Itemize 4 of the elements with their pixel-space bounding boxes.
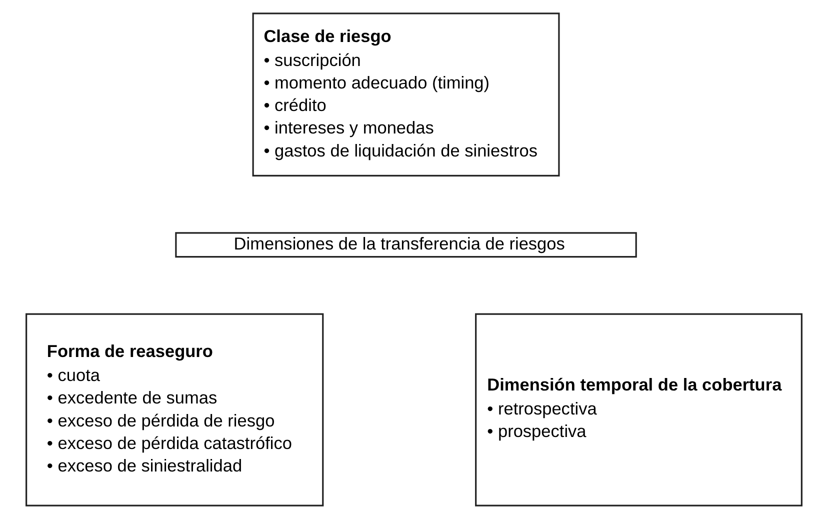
node-box: Clase de riesgo • suscripción • momento adecuado (timing) • crédito • intereses y monedas • gastos de liquidación de siniestros bbox=[252, 12, 560, 177]
node-box: Forma de reaseguro • cuota • excedente de sumas • exceso de pérdida de riesgo • exceso de pérdida catastrófico • exceso de siniestralidad bbox=[26, 313, 324, 506]
node-box: Dimensión temporal de la cobertura • retrospectiva • prospectiva bbox=[475, 313, 802, 506]
node-box: Dimensiones de la transferencia de riesgos bbox=[175, 232, 637, 258]
